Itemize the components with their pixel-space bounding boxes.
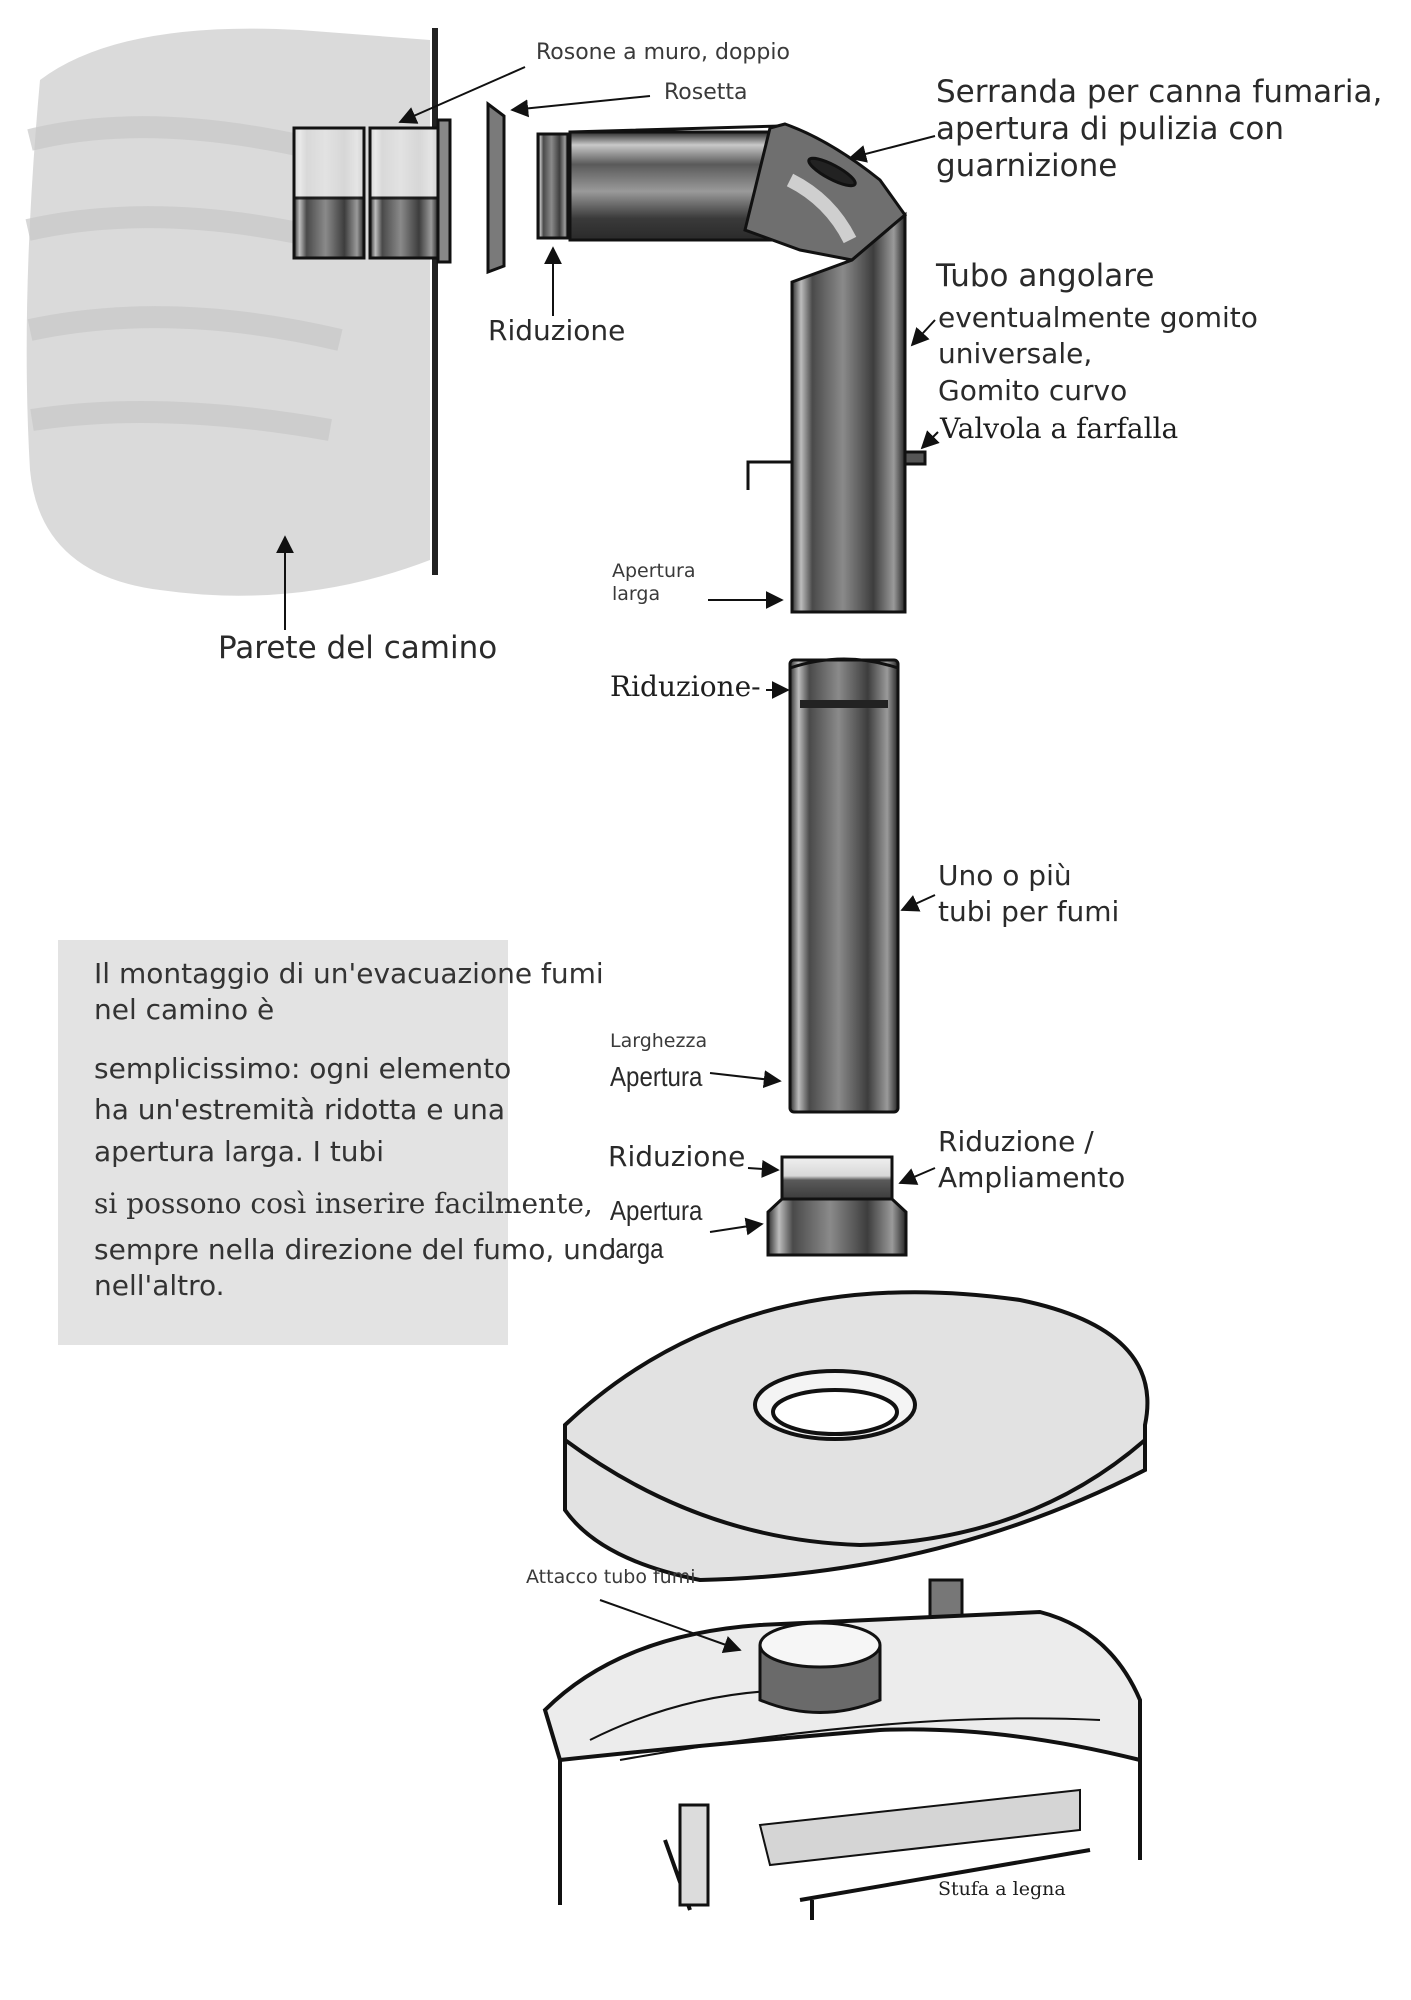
leader-arrows [276, 66, 940, 1654]
arrow-apertura-2 [709, 1070, 782, 1089]
note-line-2: semplicissimo: ogni elemento ha un'estre… [94, 1052, 512, 1168]
label-gomito: eventualmente gomito universale, Gomito … [938, 301, 1258, 407]
label-apertura-larga-3: Apertura larga [610, 1195, 703, 1264]
arrow-serranda [848, 135, 936, 163]
rosetta-plate [486, 101, 506, 275]
label-larghezza: Larghezza [610, 1030, 708, 1052]
label-riduzione-top: Riduzione [488, 314, 626, 347]
flue-collar [758, 1621, 882, 1714]
label-serranda: Serranda per canna fumaria, apertura di … [936, 74, 1383, 185]
arrow-rosetta [510, 95, 651, 118]
label-parete: Parete del camino [218, 630, 498, 666]
label-valvola: Valvola a farfalla [940, 412, 1179, 445]
label-rosetta: Rosetta [664, 80, 748, 105]
wall-shading [25, 28, 431, 596]
note-line-4: sempre nella direzione del fumo, uno nel… [94, 1233, 616, 1303]
label-rosone: Rosone a muro, doppio [536, 40, 790, 65]
note-line-3: si possono così inserire facilmente, [94, 1187, 593, 1220]
label-riduzione-low: Riduzione [608, 1140, 746, 1173]
arrow-apertura-larga-3 [709, 1217, 764, 1236]
label-apertura-larga-1: Apertura larga [612, 560, 696, 605]
arrow-ampliamento [898, 1167, 936, 1185]
label-apertura-2: Apertura [610, 1061, 703, 1092]
label-ampliamento: Riduzione / Ampliamento [938, 1125, 1126, 1195]
flue-pipe-long [788, 657, 900, 1114]
label-tubi-fumi: Uno o più tubi per fumi [938, 859, 1120, 929]
label-attacco: Attacco tubo fumi [526, 1566, 696, 1588]
reduction-ring [536, 132, 570, 240]
reducer-adapter [766, 1155, 908, 1257]
arrow-valvola [920, 430, 940, 450]
label-stufa: Stufa a legna [938, 1878, 1066, 1900]
note-line-1: Il montaggio di un'evacuazione fumi nel … [94, 957, 604, 1027]
stove-top-plate [563, 1290, 1150, 1583]
arrow-tubo-angolare [910, 319, 936, 347]
arrow-attacco [599, 1599, 742, 1654]
butterfly-valve-handle [746, 450, 927, 490]
angle-elbow [743, 122, 908, 614]
double-wall-rosette [292, 118, 452, 264]
explanation-note: Il montaggio di un'evacuazione fumi nel … [58, 940, 616, 1345]
arrow-tubi [900, 894, 936, 912]
label-riduzione-mid: Riduzione- [610, 670, 761, 703]
horizontal-pipe [568, 124, 782, 242]
label-tubo-angolare: Tubo angolare [936, 258, 1155, 294]
arrow-riduzione-low [747, 1159, 780, 1178]
arrow-rosone [398, 66, 526, 124]
